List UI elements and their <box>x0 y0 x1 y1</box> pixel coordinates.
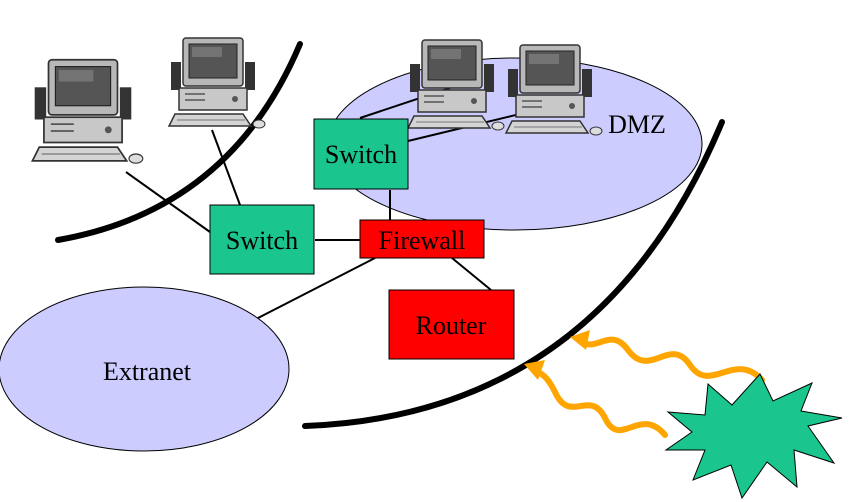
router-label: Router <box>416 311 487 340</box>
link-pc2-switch <box>211 129 241 206</box>
link-pc1-switch <box>125 171 211 233</box>
lan-switch-label: Switch <box>226 226 298 255</box>
firewall-node: Firewall <box>359 219 485 259</box>
router-node: Router <box>388 289 515 360</box>
boundary-internet <box>302 119 725 429</box>
starburst-attacker-icon <box>664 373 843 500</box>
extranet-zone <box>0 286 290 452</box>
dmz-switch-node: Switch <box>313 118 409 190</box>
lan-switch-node: Switch <box>209 204 315 275</box>
link-firewall-router <box>451 257 492 291</box>
boundary-lan <box>55 41 303 243</box>
extranet-label: Extranet <box>103 357 192 386</box>
wavy-arrow-icon <box>524 360 668 438</box>
firewall-label: Firewall <box>379 226 466 255</box>
desktop-computer-icon <box>31 58 144 165</box>
link-firewall-extranet <box>257 257 376 319</box>
dmz-label: DMZ <box>608 110 666 139</box>
wavy-arrow-icon <box>570 330 765 383</box>
desktop-computer-icon <box>168 37 266 129</box>
dmz-switch-label: Switch <box>325 140 397 169</box>
